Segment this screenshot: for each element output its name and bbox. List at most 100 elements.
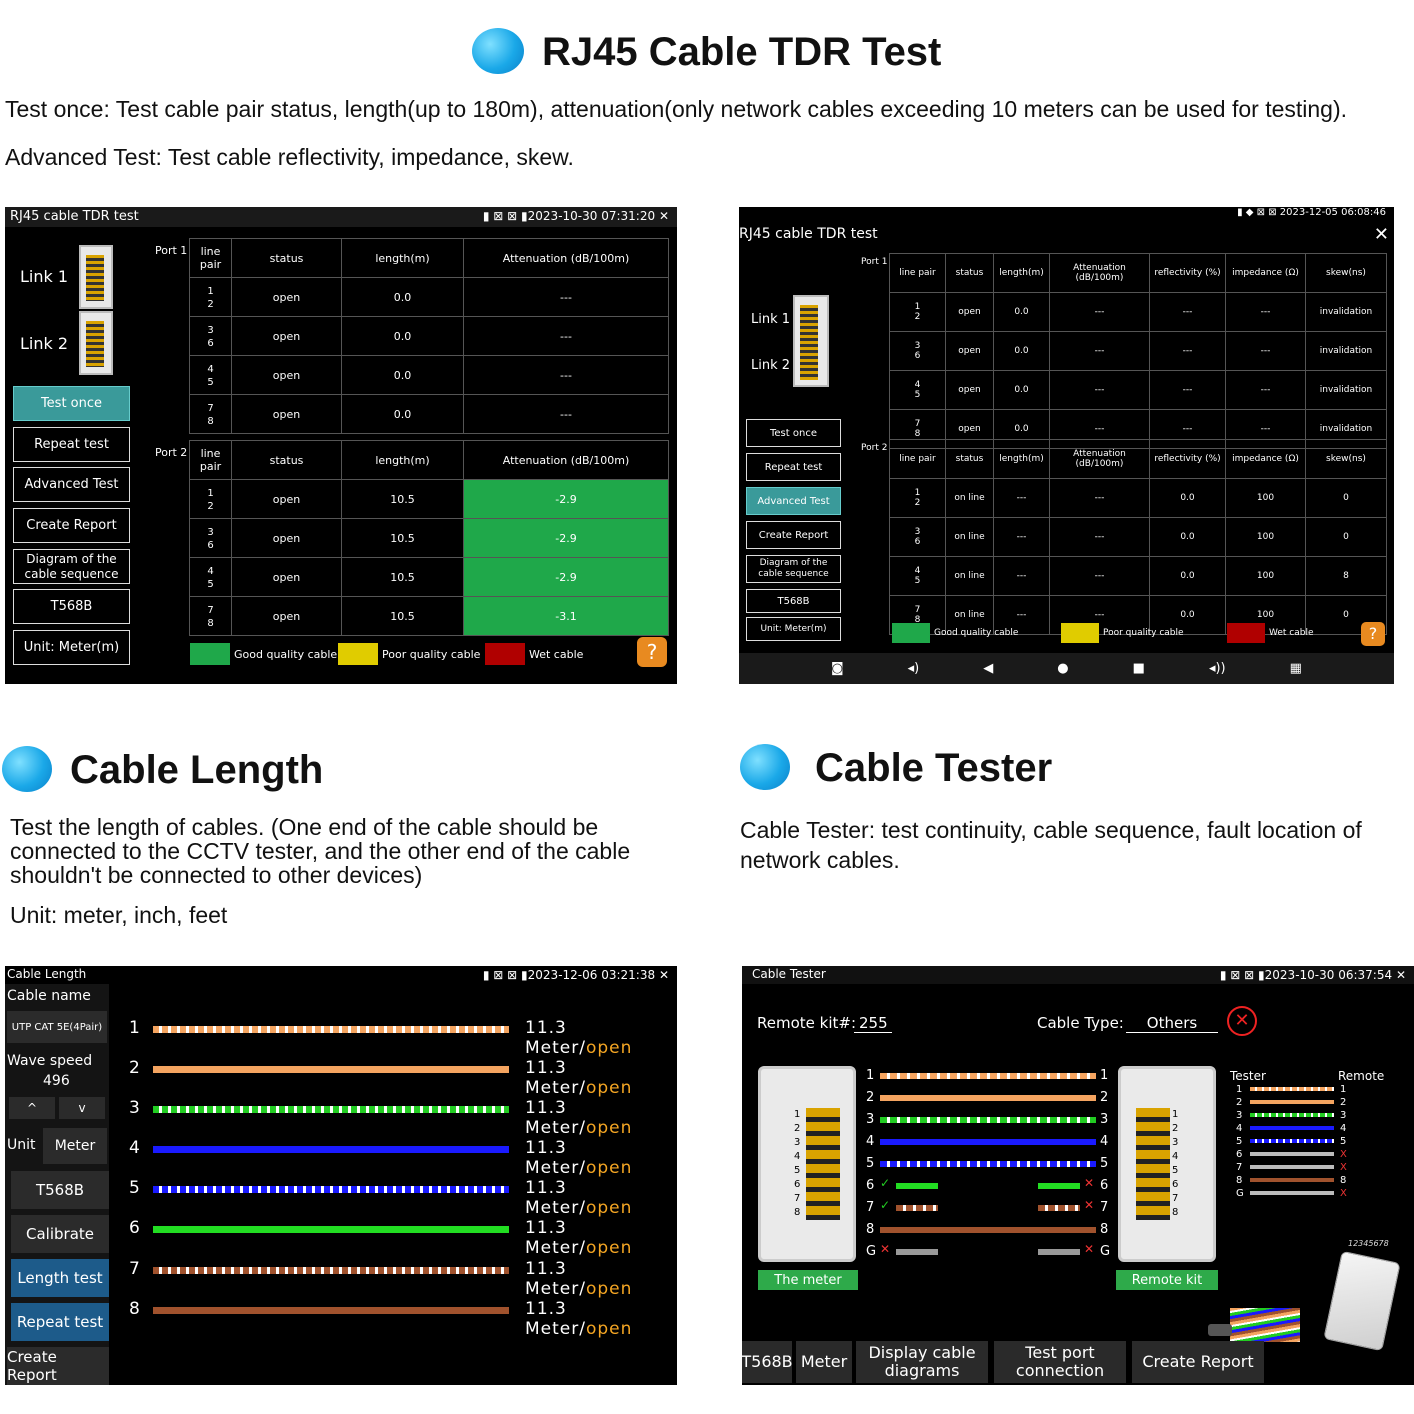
pin-label: 2 — [1172, 1123, 1179, 1134]
pin-right: 7 — [1100, 1200, 1109, 1215]
length-desc: Test the length of cables. (One end of t… — [10, 814, 631, 888]
unit-button[interactable]: Unit: Meter(m) — [13, 630, 130, 665]
length-value: 11.3 Meter/open — [525, 1178, 677, 1218]
apps-grid-icon[interactable]: ▦ — [1289, 661, 1302, 676]
mini-pin-right: 4 — [1340, 1123, 1347, 1134]
pin-left: 2 — [866, 1090, 875, 1105]
wave-speed-down-button[interactable]: v — [59, 1097, 105, 1119]
legend-label: Poor quality cable — [1103, 628, 1184, 638]
create-report-button[interactable]: Create Report — [13, 508, 130, 543]
volume-up-icon[interactable]: ◂)) — [1208, 661, 1226, 676]
rj45-port-icon — [79, 245, 113, 309]
close-icon[interactable]: ✕ — [658, 968, 669, 982]
wire-3 — [880, 1117, 1096, 1123]
t568b-button[interactable]: T568B — [11, 1171, 109, 1209]
tester-col-label: Tester — [1230, 1069, 1266, 1083]
plug-code: 12345678 — [1348, 1239, 1389, 1248]
skew-cell: invalidation — [1305, 370, 1387, 410]
t568b-button[interactable]: T568B — [13, 589, 130, 624]
cable-name-value[interactable]: UTP CAT 5E(4Pair) — [7, 1011, 107, 1043]
length-test-button[interactable]: Length test — [11, 1259, 109, 1297]
unit-button[interactable]: Unit: Meter(m) — [746, 617, 841, 641]
cable-sequence-button[interactable]: Diagram of the cable sequence — [746, 555, 841, 583]
pair-number: 2 — [129, 1058, 140, 1078]
wire-g-left — [896, 1249, 938, 1255]
screen-title: Cable Tester — [752, 967, 826, 981]
advanced-test-button[interactable]: Advanced Test — [13, 467, 130, 502]
tdr-heading: RJ45 Cable TDR Test — [542, 30, 942, 74]
status-bar: Cable Length ▮ ⊠ ⊠ ▮2023-12-06 03:21:38 … — [5, 966, 677, 984]
repeat-test-button[interactable]: Repeat test — [746, 453, 841, 481]
back-icon[interactable]: ◀ — [983, 661, 994, 676]
legend-wet: Wet cable — [1227, 623, 1314, 643]
meter-button[interactable]: Meter — [796, 1341, 852, 1383]
advanced-test-button[interactable]: Advanced Test — [746, 487, 841, 515]
length-text: 11.3 Meter/ — [525, 1018, 586, 1058]
fault-icon: ✕ — [1084, 1242, 1095, 1256]
close-icon[interactable]: ✕ — [1395, 968, 1406, 982]
cable-sequence-button[interactable]: Diagram of the cable sequence — [13, 549, 130, 584]
calibrate-button[interactable]: Calibrate — [11, 1215, 109, 1253]
repeat-test-button[interactable]: Repeat test — [11, 1303, 109, 1341]
pin-right: G — [1100, 1244, 1111, 1259]
tester-heading: Cable Tester — [815, 746, 1053, 790]
create-report-button[interactable]: Create Report — [1132, 1341, 1264, 1383]
close-icon[interactable]: ✕ — [1373, 224, 1389, 245]
reflectivity-cell: 0.0 — [1149, 517, 1226, 557]
remote-kit-label: Remote kit#: — [757, 1014, 857, 1032]
remote-kit-value: 255 — [854, 1014, 892, 1033]
mini-wire — [1250, 1139, 1334, 1143]
nav-bar: ◙ ◂) ◀ ● ■ ◂)) ▦ — [739, 653, 1394, 684]
home-icon[interactable]: ● — [1057, 661, 1069, 676]
status-text: open — [585, 1118, 633, 1138]
reflectivity-cell: --- — [1149, 370, 1226, 410]
help-icon[interactable]: ? — [1361, 622, 1385, 646]
reflectivity-cell: 0.0 — [1149, 478, 1226, 518]
pin-left: 1 — [866, 1068, 875, 1083]
length-text: 11.3 Meter/ — [525, 1138, 586, 1178]
pin-left: G — [866, 1244, 877, 1259]
cable-tester-screen: Cable Tester ▮ ⊠ ⊠ ▮2023-10-30 06:37:54 … — [742, 966, 1414, 1385]
create-report-button[interactable]: Create Report — [746, 521, 841, 549]
volume-down-icon[interactable]: ◂) — [907, 661, 920, 676]
camera-icon[interactable]: ◙ — [831, 661, 844, 676]
help-icon[interactable]: ? — [637, 637, 667, 667]
t568b-button[interactable]: T568B — [742, 1341, 793, 1383]
repeat-test-button[interactable]: Repeat test — [13, 427, 130, 462]
recent-apps-icon[interactable]: ■ — [1132, 661, 1145, 676]
status-text: open — [585, 1158, 633, 1178]
test-port-connection-button[interactable]: Test port connection — [994, 1341, 1126, 1383]
battery-icon: ▮ ◆ ⊠ ⊠ — [1237, 207, 1280, 218]
create-report-button[interactable]: Create Report — [7, 1347, 109, 1385]
atten-cell: --- — [1049, 517, 1150, 557]
length-value: 11.3 Meter/open — [525, 1138, 677, 1178]
col-header: line pair — [189, 440, 232, 480]
test-once-button[interactable]: Test once — [746, 419, 841, 447]
status-text: open — [585, 1198, 633, 1218]
close-icon[interactable]: ✕ — [658, 209, 669, 223]
unit-select[interactable]: Meter — [43, 1128, 107, 1164]
pair-pin: 1 — [207, 286, 214, 297]
wave-speed-up-button[interactable]: ^ — [9, 1097, 55, 1119]
col-header: Attenuation (dB/100m) — [1049, 253, 1150, 293]
atten-cell: --- — [463, 394, 669, 434]
port1-label: Port 1 — [861, 257, 888, 267]
impedance-cell: --- — [1225, 331, 1306, 371]
pair-pin: 7 — [914, 605, 921, 615]
legend-swatch — [190, 643, 230, 665]
test-once-button[interactable]: Test once — [13, 386, 130, 421]
t568b-button[interactable]: T568B — [746, 589, 841, 613]
display-cable-diagrams-button[interactable]: Display cable diagrams — [856, 1341, 988, 1383]
pair-pin: 3 — [207, 325, 214, 336]
atten-cell: -2.9 — [463, 518, 669, 558]
fault-icon: ✕ — [880, 1242, 891, 1256]
datetime: 2023-10-30 07:31:20 — [527, 209, 656, 223]
col-header: line pair — [889, 253, 946, 293]
